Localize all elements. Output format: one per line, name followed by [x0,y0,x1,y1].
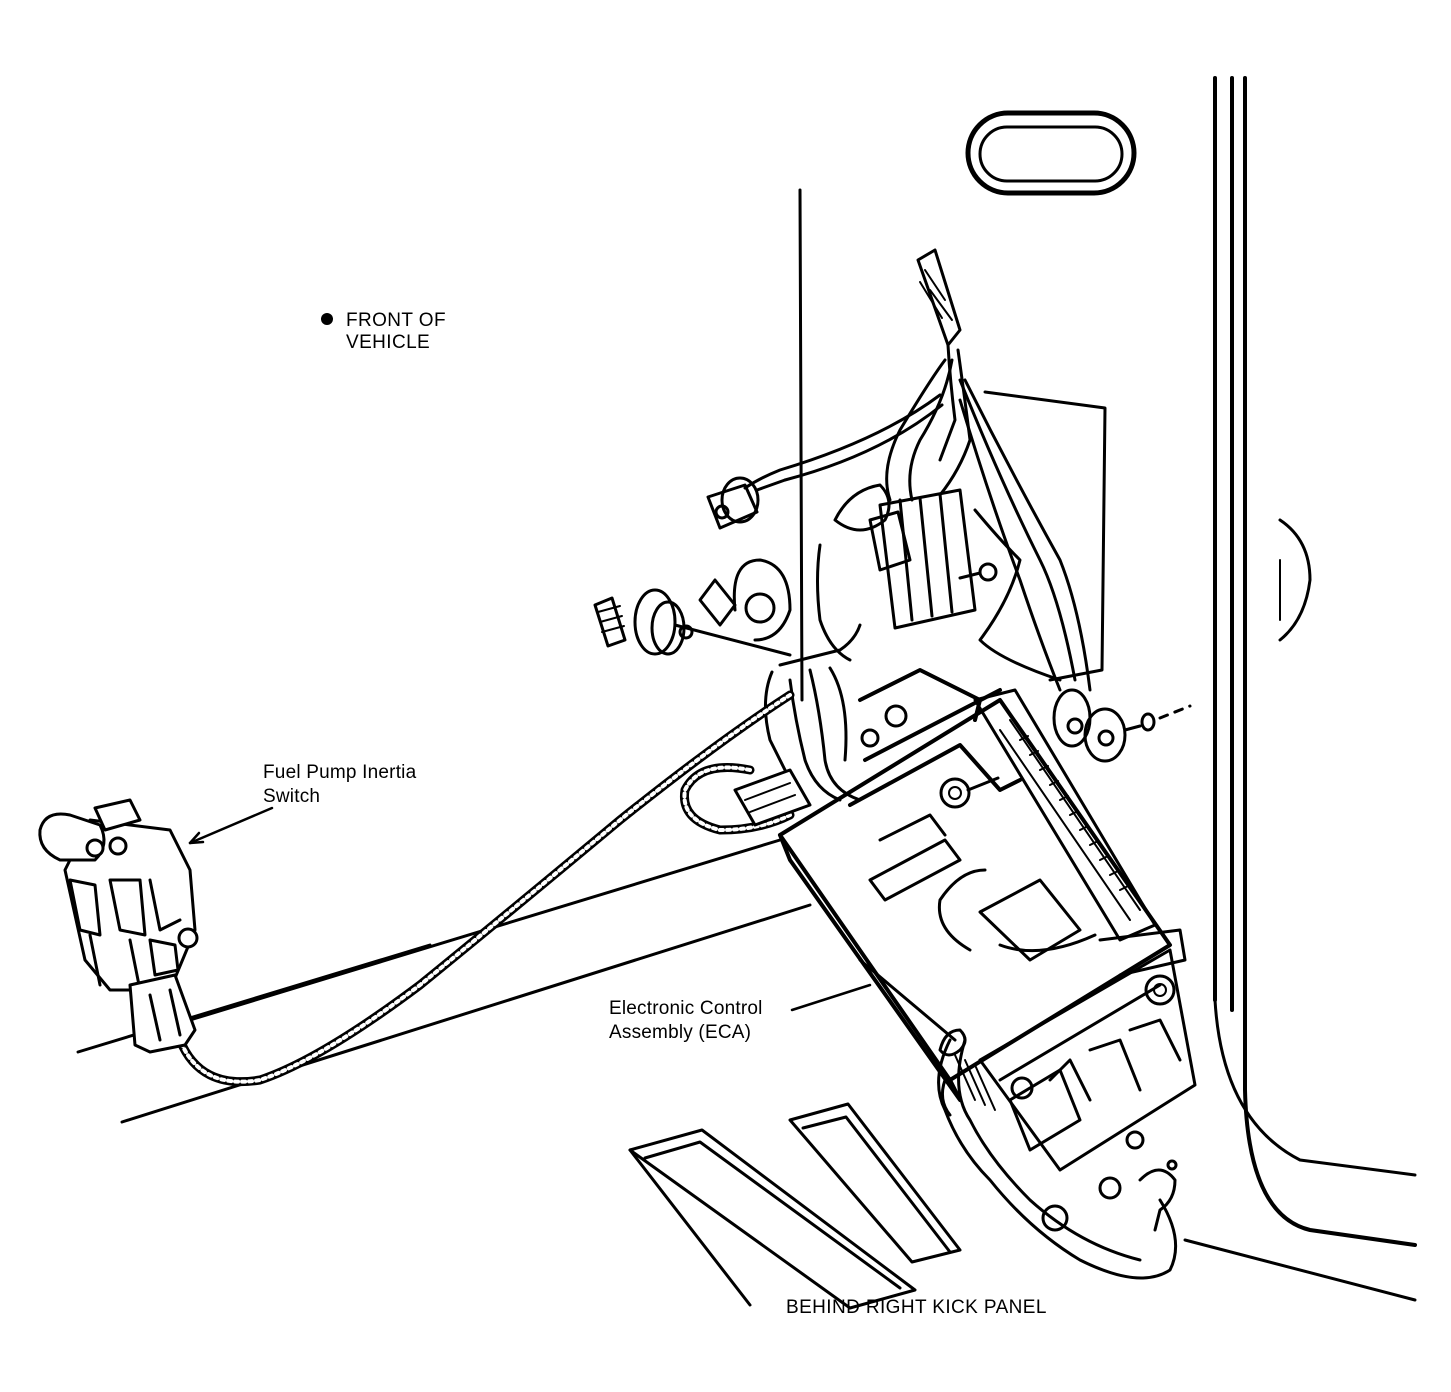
panel-edge [798,188,804,702]
filled-dot-icon [321,313,333,325]
eca-module [778,668,1187,1102]
inertia-switch [38,798,199,1054]
inertia-leader [188,806,274,845]
oval-opening [965,110,1137,196]
floor-vents [628,1102,962,1310]
eca-label-line2: Assembly (ECA) [609,1022,752,1043]
connector-cluster [816,483,1062,682]
eca-leader [790,983,872,1012]
harness-bundle [763,623,862,802]
door-pillar [1213,76,1417,1247]
eca-lower-connector [978,948,1197,1232]
harness-clip [698,558,792,642]
inertia-leader-arrow [188,831,205,845]
mounting-plate [983,390,1107,682]
inertia-switch-label-line1: Fuel Pump Inertia [263,762,417,783]
grommet [593,588,792,657]
lower-harness [937,1028,1178,1280]
inertia-switch-label-line2: Switch [263,786,321,807]
ground-eyelets [1052,688,1192,763]
ground-eyelet-upper [706,476,787,530]
eca-label-line1: Electronic Control [609,998,763,1019]
kick-panel-label: BEHIND RIGHT KICK PANEL [786,1297,1047,1318]
front-of-vehicle-label-line1: FRONT OF [346,310,446,331]
front-of-vehicle-label-line2: VEHICLE [346,332,431,353]
inertia-switch-wire [175,690,812,1087]
leader-lines [188,806,872,1012]
main-harness [743,248,1092,692]
